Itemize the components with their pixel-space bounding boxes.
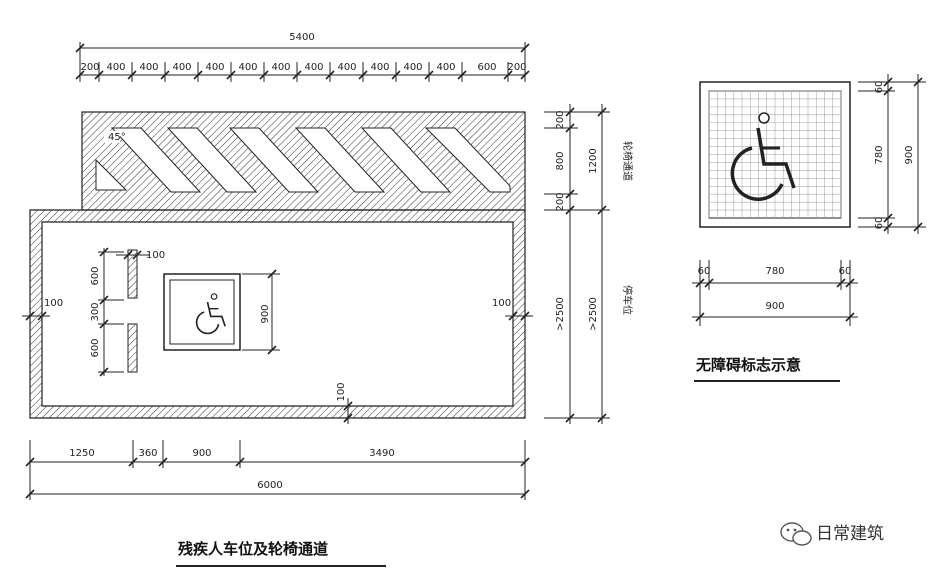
wechat-icon [780, 522, 812, 546]
sign-title-text: 无障碍标志示意 [695, 356, 801, 374]
aisle-dim-3: 200 [555, 192, 566, 211]
sign-bottom-1: 60 [698, 266, 711, 277]
left-stack-2: 300 [90, 302, 101, 321]
top-seg-6: 400 [238, 62, 257, 73]
bottom-total-label: 6000 [257, 480, 282, 491]
sign-bottom-3: 60 [839, 266, 852, 277]
aisle-dim-2: 800 [555, 151, 566, 170]
ground-sign: 900 [163, 269, 280, 355]
top-seg-9: 400 [337, 62, 356, 73]
bottom-seg-1: 1250 [69, 448, 94, 459]
top-seg-5: 400 [205, 62, 224, 73]
top-seg-2: 400 [106, 62, 125, 73]
top-seg-4: 400 [172, 62, 191, 73]
left-stack-3: 600 [90, 338, 101, 357]
sign-height-label: 900 [260, 304, 271, 323]
top-seg-11: 400 [403, 62, 422, 73]
left-stack-1: 600 [90, 266, 101, 285]
marker-gap-label: 100 [146, 250, 165, 261]
top-seg-14: 200 [507, 62, 526, 73]
parking-stall [29, 209, 526, 419]
watermark-text: 日常建筑 [816, 524, 884, 544]
stall-label: 停车位 [621, 285, 634, 315]
aisle-label: 轮椅通道 [621, 141, 634, 181]
sign-detail: 60 780 60 900 60 780 60 900 [692, 74, 926, 382]
sign-right-total: 900 [904, 145, 915, 164]
top-seg-13: 600 [477, 62, 496, 73]
right-stall-dimensions: >2500 >2500 停车位 [544, 210, 634, 424]
sign-bottom-total: 900 [765, 301, 784, 312]
top-total-label: 5400 [289, 32, 314, 43]
bottom-seg-3: 900 [192, 448, 211, 459]
top-seg-3: 400 [139, 62, 158, 73]
top-seg-10: 400 [370, 62, 389, 73]
edge-right-label: 100 [492, 298, 511, 309]
bottom-seg-4: 3490 [369, 448, 394, 459]
edge-bottom-label: 100 [336, 382, 347, 401]
top-seg-12: 400 [436, 62, 455, 73]
parking-plan: 5400 200 400 400 400 400 400 400 400 400… [22, 32, 634, 567]
sign-wheelchair-icon [730, 112, 796, 201]
bottom-total-dimension: 6000 [25, 480, 530, 499]
top-seg-8: 400 [304, 62, 323, 73]
sign-grid [708, 90, 842, 218]
stall-dim-1: >2500 [555, 297, 566, 331]
edge-left-label: 100 [44, 298, 63, 309]
top-segment-dimension: 200 400 400 400 400 400 400 400 400 400 … [75, 62, 530, 82]
right-aisle-dimensions: 200 800 200 1200 轮椅通道 [544, 104, 634, 218]
sign-right-3: 60 [874, 217, 885, 230]
aisle-dim-1: 200 [555, 110, 566, 129]
edge-dimensions: 100 100 100 [22, 298, 533, 424]
top-seg-7: 400 [271, 62, 290, 73]
sign-title: 无障碍标志示意 [694, 356, 840, 382]
left-stack-dimension: 600 300 600 [90, 247, 124, 377]
sign-bottom-dimensions: 60 780 60 900 [692, 260, 858, 326]
plan-title: 残疾人车位及轮椅通道 [176, 540, 386, 567]
sign-right-dimensions: 60 780 60 900 [858, 74, 926, 234]
stall-dim-2: >2500 [588, 297, 599, 331]
sign-right-2: 780 [874, 145, 885, 164]
wheelchair-aisle: 45° [81, 111, 526, 211]
top-seg-1: 200 [80, 62, 99, 73]
bottom-segment-dimension: 1250 360 900 3490 [25, 440, 530, 500]
watermark: 日常建筑 [780, 522, 884, 546]
angle-label: 45° [108, 132, 126, 143]
wheelchair-icon [195, 293, 226, 335]
plan-title-text: 残疾人车位及轮椅通道 [178, 540, 328, 558]
sign-bottom-2: 780 [765, 266, 784, 277]
aisle-total: 1200 [588, 148, 599, 173]
bottom-seg-2: 360 [138, 448, 157, 459]
stall-markers: 100 [116, 249, 165, 373]
sign-right-1: 60 [874, 81, 885, 94]
